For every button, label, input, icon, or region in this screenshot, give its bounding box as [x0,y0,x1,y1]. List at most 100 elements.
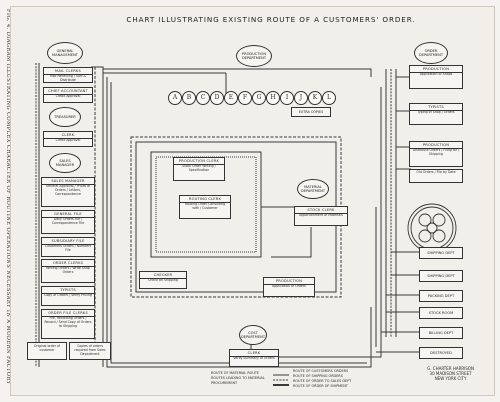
box-text: Check on Shipping [148,278,178,282]
legend-item: ROUTE OF ORDER OF SHIPMENT [293,384,348,388]
destroyed: DESTROYED [419,347,463,359]
material-department-label: MATERIAL DEPARTMENT [300,185,326,193]
box-title: ROUTING CLERK [180,196,230,203]
extra-copies-label: EXTRA COPIES [291,107,331,117]
box-text: Routing Order Consulting with / Customer [184,202,226,210]
copy-circle-l: L [322,91,336,105]
side-caption: FIG. 4. DIAGRAM ILLUSTRATING COMPLEX CHA… [0,6,11,396]
credit-city: NEW YORK CITY [434,376,467,381]
legend-item: ROUTE OF CUSTOMERS ORDERS [293,369,349,373]
treasurer-oval: TREASURER [49,107,81,127]
box-text: Application of Shops [419,72,453,76]
box-text: General Approval / Prices of Orders / Le… [45,184,91,196]
chart-title: CHART ILLUSTRATING EXISTING ROUTE OF A C… [126,15,416,24]
box-title: SALES MANAGER [42,178,94,185]
copy-circle-j: J [294,91,308,105]
note-text: Original order of customer [33,344,61,352]
note-text: Copies of orders required from Sales Dep… [74,344,106,356]
general-management-oval: GENERAL MANAGEMENT [47,42,83,64]
production-department-oval: PRODUCTION DEPARTMENT [236,45,272,67]
box-title: CHIEF ACCOUNTANT [44,88,92,95]
chart-sheet: CHART ILLUSTRATING EXISTING ROUTE OF A C… [10,6,495,396]
production-department-label: PRODUCTION DEPARTMENT [241,52,267,60]
order-department-label: ORDER DEPARTMENT [418,49,444,57]
shipping-dept-1: SHIPPING DEPT [419,247,463,259]
original-order-note: Original order of customer [27,342,67,360]
cost-department-label: COST DEPARTMENT [240,331,266,339]
box-text: Old Orders / File by Date [416,170,456,174]
legend-item: ROUTE OF SHIPPING ORDERS [293,374,343,378]
distribution-circle-diagram [407,203,457,253]
treasurer-label: TREASURER [54,115,76,119]
box-title: CLERK [44,132,92,139]
sales-manager-oval: SALES MANAGER [49,153,81,173]
box-text: Distribute Orders / Filing for / Shippin… [412,148,460,156]
box-text: Verify Summary of Orders [233,356,275,360]
box-text: Application of Orders [272,284,306,288]
box-title: STOCK CLERK [295,207,347,214]
legend-left: ROUTE OF MATERIAL ROUTE ROUTES LEADING T… [211,371,271,386]
box-title: SUBSIDIARY FILE [42,238,94,245]
legend-item: ROUTE OF ORDER TO SALES DEPT [293,379,352,383]
box-title: PRODUCTION [410,66,462,73]
copy-circle-e: E [224,91,238,105]
box-text: Copy of Orders / Verify Pricing [44,293,92,297]
box-text: Daily Orders File / Correspondence File [51,217,85,225]
box-text: Writing Orders / Write Shop Orders [46,266,90,274]
box-title: PRODUCTION CLERK [174,158,224,165]
packing-dept: PACKING DEPT [419,290,463,302]
box-title: CLERK [230,350,278,357]
box-text: Typing of Shop / Orders [417,110,455,114]
box-text: Credit Approval [55,138,81,142]
copy-circle-a: A [168,91,182,105]
credit-address: 30 MADISON STREET [429,371,472,376]
box-title: MAIL CLERKS [44,68,92,75]
box-title: TYPISTS [410,104,462,111]
copies-required-note: Copies of orders required from Sales Dep… [69,342,111,360]
copy-circle-k: K [308,91,322,105]
box-text: File, Recording Orders / Record / Send C… [44,316,92,328]
box-title: PRODUCTION [264,278,314,285]
box-text: Customers Orders / Numbers File [44,244,92,252]
credit-block: G. CHARTER HARRISON 30 MADISON STREET NE… [427,366,474,381]
box-title: PRODUCTION [410,142,462,149]
legend-item: ROUTE OF MATERIAL ROUTE [211,371,260,375]
copy-circle-c: C [196,91,210,105]
copy-circle-h: H [266,91,280,105]
legend-item: ROUTES LEADING TO MATERIAL PROCUREMENT [211,376,265,385]
old-orders-box: Old Orders / File by Date [409,169,463,183]
cost-department-oval: COST DEPARTMENT [239,325,267,345]
copy-circle-b: B [182,91,196,105]
box-title: TYPISTS [42,287,94,294]
stock-room: STOCK ROOM [419,307,463,319]
copy-circle-g: G [252,91,266,105]
box-title: ORDER FILE CLERKS [42,310,94,317]
legend-right: ROUTE OF CUSTOMERS ORDERS ROUTE OF SHIPP… [293,369,383,389]
billing-dept: BILLING DEPT [419,327,463,339]
box-text: Apportionment of Materials [299,213,343,217]
box-title: GENERAL FILE [42,211,94,218]
box-title: CHECKER [140,272,186,279]
box-text: Credit Approval [55,94,81,98]
copy-circle-i: I [280,91,294,105]
box-text: Mail Receiving / Sort & Distribute [49,74,87,82]
shipping-dept-2: SHIPPING DEPT [419,270,463,282]
